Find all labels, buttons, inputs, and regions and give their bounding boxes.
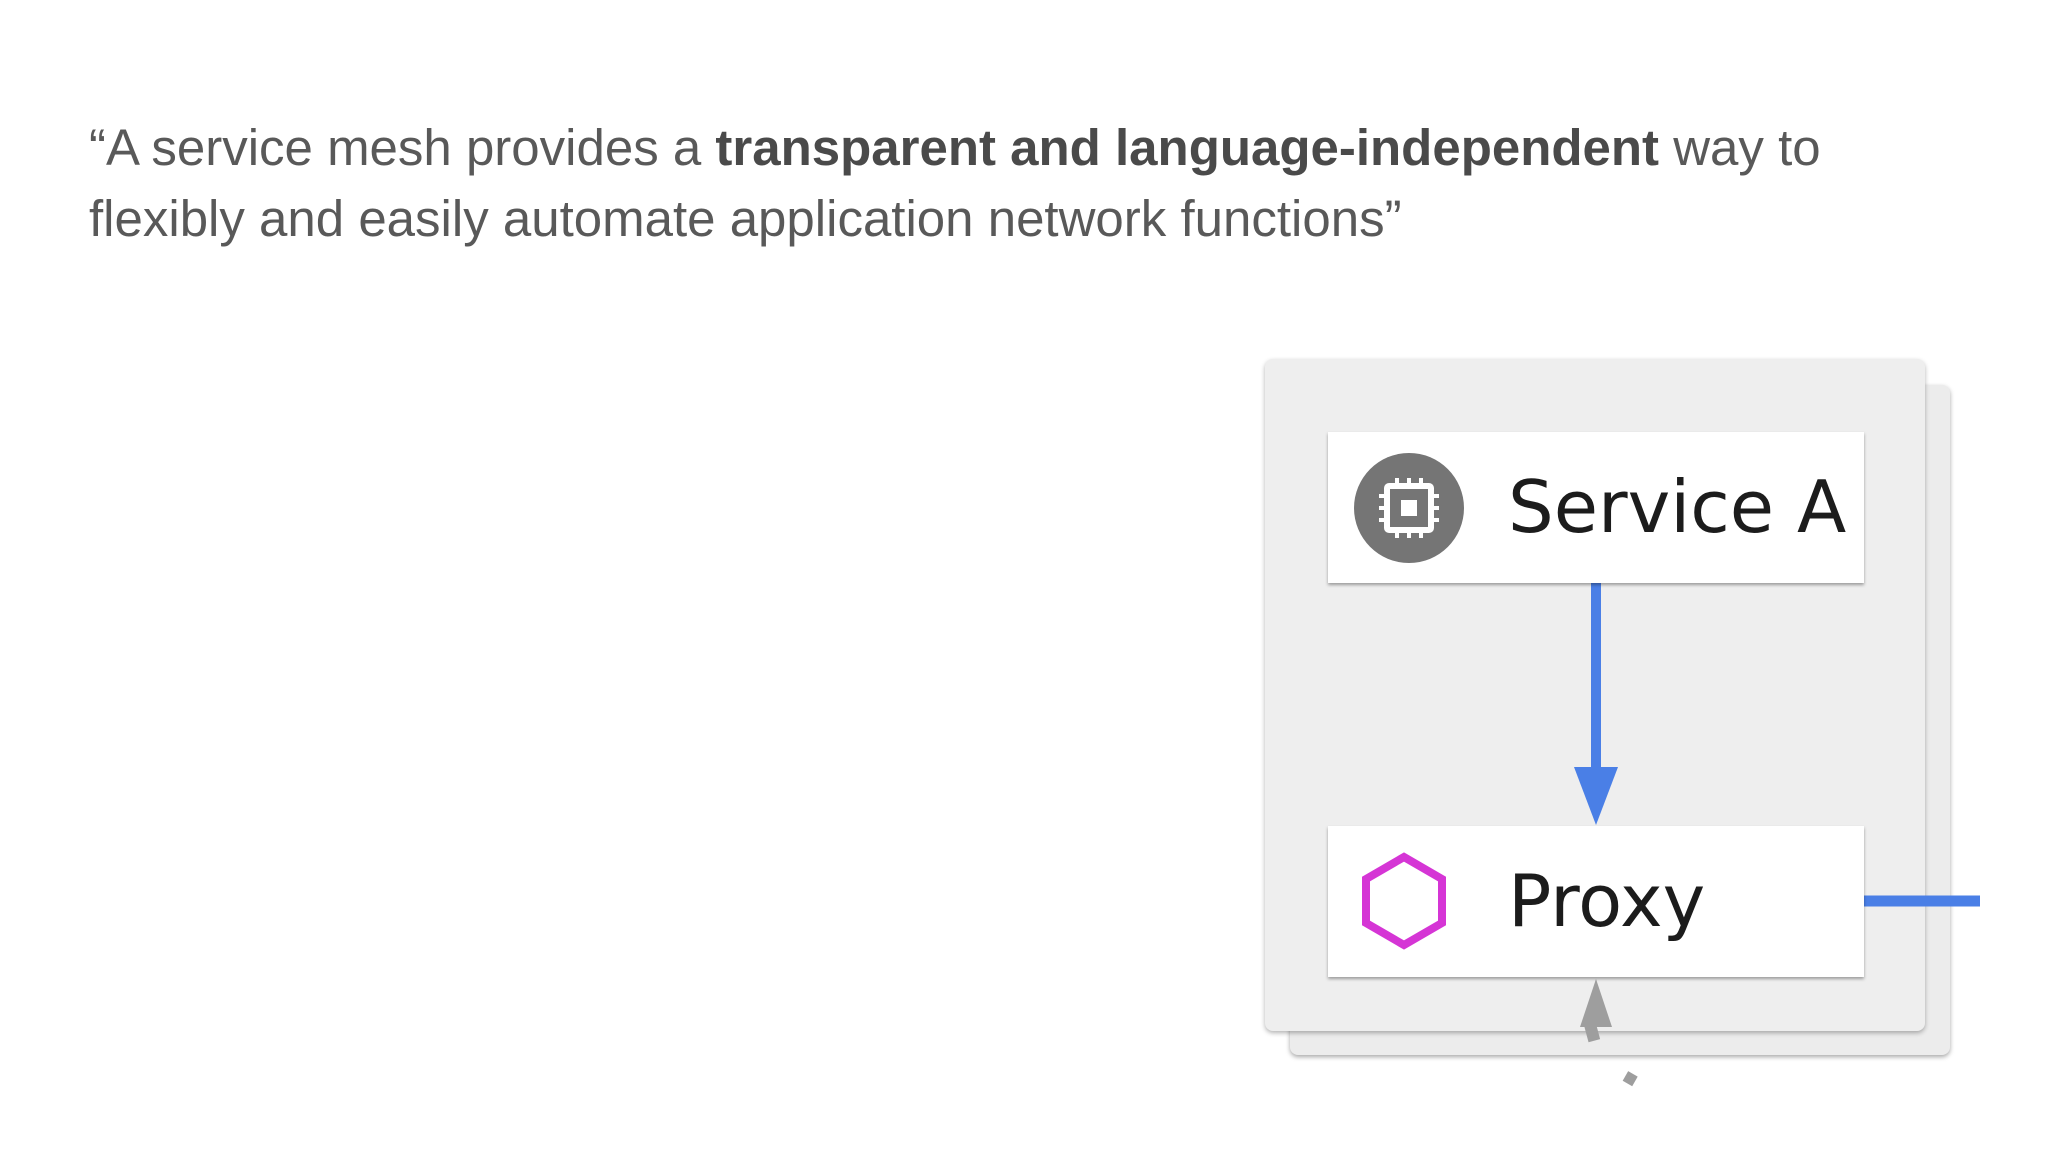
proxy-label: Proxy (1508, 859, 1706, 943)
quote-close-mark: ” (1384, 190, 1402, 247)
quote-text: “A service mesh provides a transparent a… (89, 112, 1949, 254)
proxy-node: Proxy (1328, 826, 1864, 977)
quote-emphasis: transparent and language-independent (715, 119, 1660, 176)
quote-part-2: way to flexibly and easily automate appl… (89, 119, 1821, 247)
service-a-node: Service A (1328, 432, 1864, 583)
chip-icon (1354, 453, 1464, 563)
service-a-label: Service A (1508, 465, 1847, 549)
hexagon-icon (1362, 852, 1446, 950)
service-mesh-diagram: Service A Proxy (1260, 355, 1980, 1115)
quote-part-1: A service mesh provides a (105, 119, 716, 176)
quote-open-mark: “ (89, 119, 106, 176)
